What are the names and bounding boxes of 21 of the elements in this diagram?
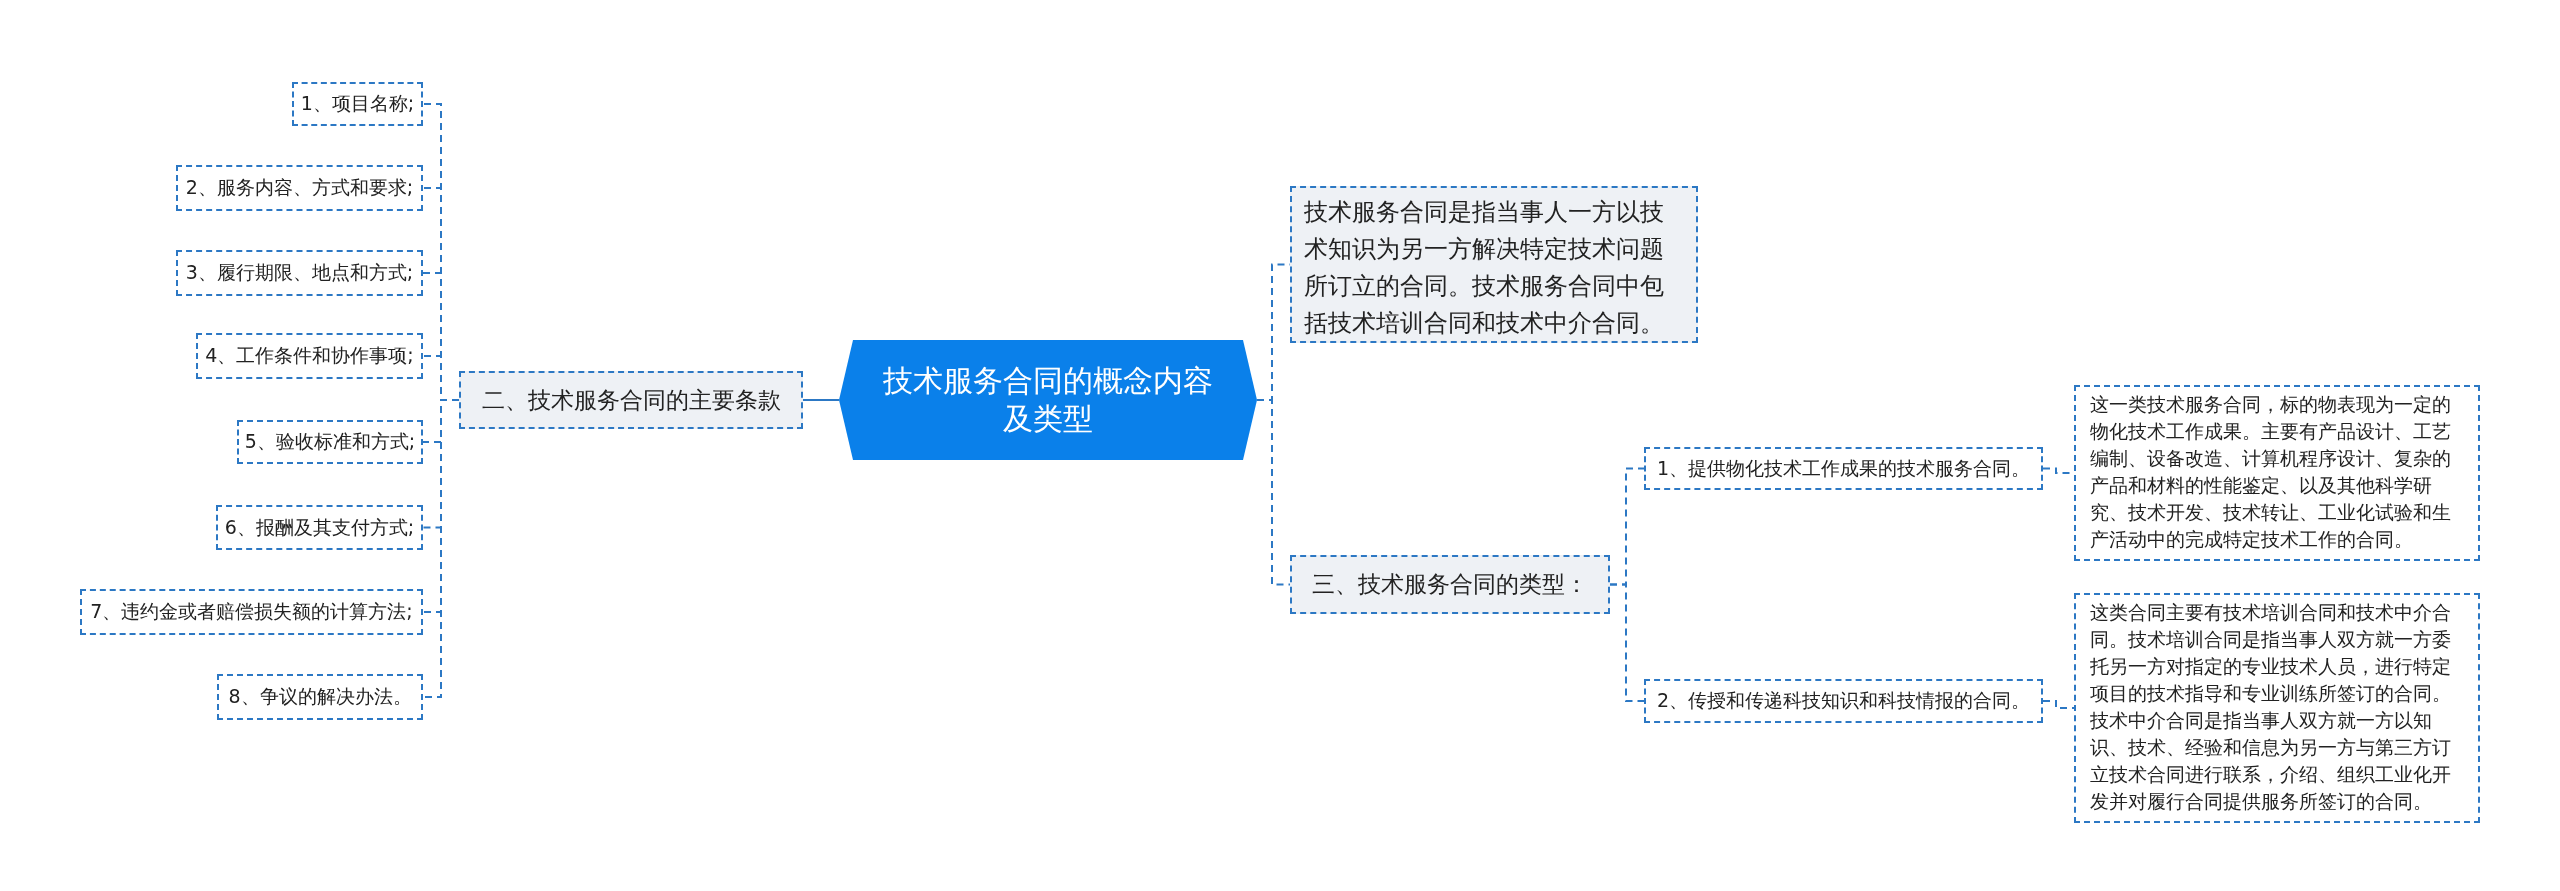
subtopic-box: 3、履行期限、地点和方式; — [176, 250, 423, 296]
subtopic-box: 5、验收标准和方式; — [237, 420, 423, 464]
central-topic: 技术服务合同的概念内容及类型 — [839, 340, 1257, 460]
topic-box: 技术服务合同是指当事人一方以技术知识为另一方解决特定技术问题所订立的合同。技术服务合同中包括技术培训合同和技术中介合同。 — [1290, 186, 1698, 343]
subtopic-box: 4、工作条件和协作事项; — [196, 333, 423, 379]
topic-box: 三、技术服务合同的类型： — [1290, 555, 1610, 614]
subtopic-box: 2、传授和传递科技知识和科技情报的合同。 — [1644, 679, 2043, 723]
note-box: 这一类技术服务合同，标的物表现为一定的物化技术工作成果。主要有产品设计、工艺编制、设备改造、计算机程序设计、复杂的产品和材料的性能鉴定、以及其他科学研究、技术开发、技术转让、工业化试验和生产活动中的完成特定技术工作的合同。 — [2074, 385, 2480, 561]
subtopic-box: 1、项目名称; — [292, 82, 423, 126]
connector-line — [1256, 399, 1291, 586]
subtopic-box: 7、违约金或者赔偿损失额的计算方法; — [80, 589, 423, 635]
connector-line — [1609, 583, 1645, 702]
subtopic-box: 6、报酬及其支付方式; — [216, 505, 423, 550]
topic-box: 二、技术服务合同的主要条款 — [459, 371, 803, 429]
connector-line — [422, 399, 460, 698]
subtopic-box: 2、服务内容、方式和要求; — [176, 165, 423, 211]
connector-line — [802, 399, 840, 401]
note-box: 这类合同主要有技术培训合同和技术中介合同。技术培训合同是指当事人双方就一方委托另一方对指定的专业技术人员，进行特定项目的技术指导和专业训练所签订的合同。技术中介合同是指当事人双方就一方以知识、技术、经验和信息为另一方与第三方订立技术合同进行联系，介绍、组织工业化开发并对履行合同提供服务所签订的合同。 — [2074, 593, 2480, 823]
subtopic-box: 8、争议的解决办法。 — [217, 674, 423, 720]
subtopic-box: 1、提供物化技术工作成果的技术服务合同。 — [1644, 447, 2043, 490]
connector-line — [2042, 700, 2075, 709]
